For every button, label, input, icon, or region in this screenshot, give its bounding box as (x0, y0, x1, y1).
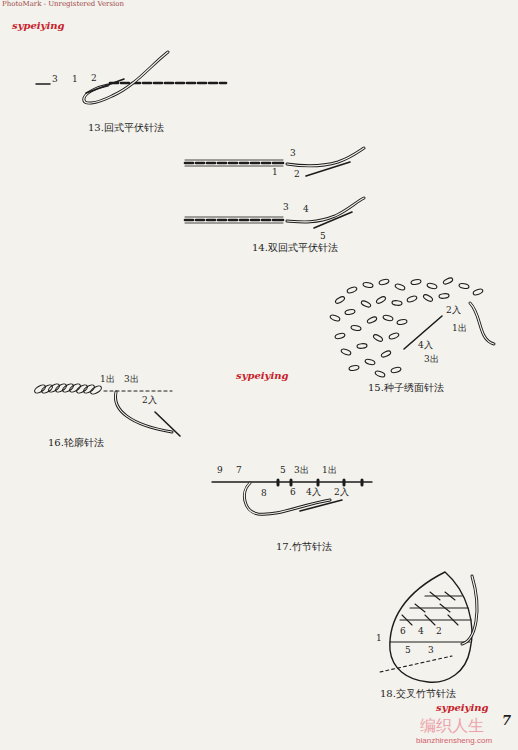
callout-number: 1出 (100, 375, 115, 385)
callout-number: 3 (290, 149, 296, 159)
callout-number: 3 (283, 203, 289, 213)
callout-number: 2 (436, 627, 442, 637)
figure-caption: 16.轮廓针法 (48, 437, 104, 448)
callout-number: 2 (294, 170, 300, 180)
watermark: bianzhirensheng.com (416, 737, 492, 746)
callout-number: 3出 (294, 466, 309, 476)
watermark: PhotoMark - Unregistered Version (2, 1, 124, 9)
callout-number: 8 (261, 489, 267, 499)
watermark: sypeiying (436, 702, 488, 713)
callout-number: 7 (236, 466, 242, 476)
cross-bamboo-stitch (380, 572, 477, 682)
callout-number: 6 (400, 627, 406, 637)
double-back-running-stitch (185, 148, 364, 228)
callout-number: 4入 (306, 488, 321, 498)
callout-number: 3出 (424, 355, 439, 365)
callout-number: 3 (428, 646, 434, 656)
bamboo-stitch (212, 480, 372, 514)
callout-number: 1出 (452, 324, 467, 334)
callout-number: 5 (280, 466, 286, 476)
callout-number: 2入 (334, 488, 349, 498)
seed-stitch (330, 277, 494, 378)
callout-number: 1 (376, 634, 382, 644)
page-number: 7 (502, 714, 511, 728)
callout-number: 4入 (418, 341, 433, 351)
callout-number: 4 (303, 205, 309, 215)
callout-number: 2入 (446, 306, 461, 316)
figure-caption: 17.竹节针法 (276, 541, 332, 552)
callout-number: 1出 (322, 466, 337, 476)
callout-number: 6 (290, 488, 296, 498)
watermark: sypeiying (236, 370, 288, 381)
figure-caption: 18.交叉竹节针法 (380, 688, 456, 699)
watermark: sypeiying (12, 20, 64, 31)
callout-number: 5 (405, 646, 411, 656)
callout-number: 1 (72, 75, 78, 85)
callout-number: 2入 (142, 396, 157, 406)
callout-number: 9 (217, 466, 223, 476)
callout-number: 3出 (124, 375, 139, 385)
callout-number: 5 (320, 232, 326, 242)
callout-number: 4 (418, 627, 424, 637)
callout-number: 2 (91, 74, 97, 84)
callout-number: 3 (52, 75, 58, 85)
figure-caption: 13.回式平伏针法 (88, 122, 164, 133)
figure-caption: 15.种子绣面针法 (368, 382, 444, 393)
figure-caption: 14.双回式平伏针法 (252, 242, 338, 253)
outline-stitch (33, 382, 180, 436)
watermark: 编织人生 (420, 717, 484, 735)
back-running-stitch (36, 52, 226, 103)
callout-number: 1 (272, 168, 278, 178)
